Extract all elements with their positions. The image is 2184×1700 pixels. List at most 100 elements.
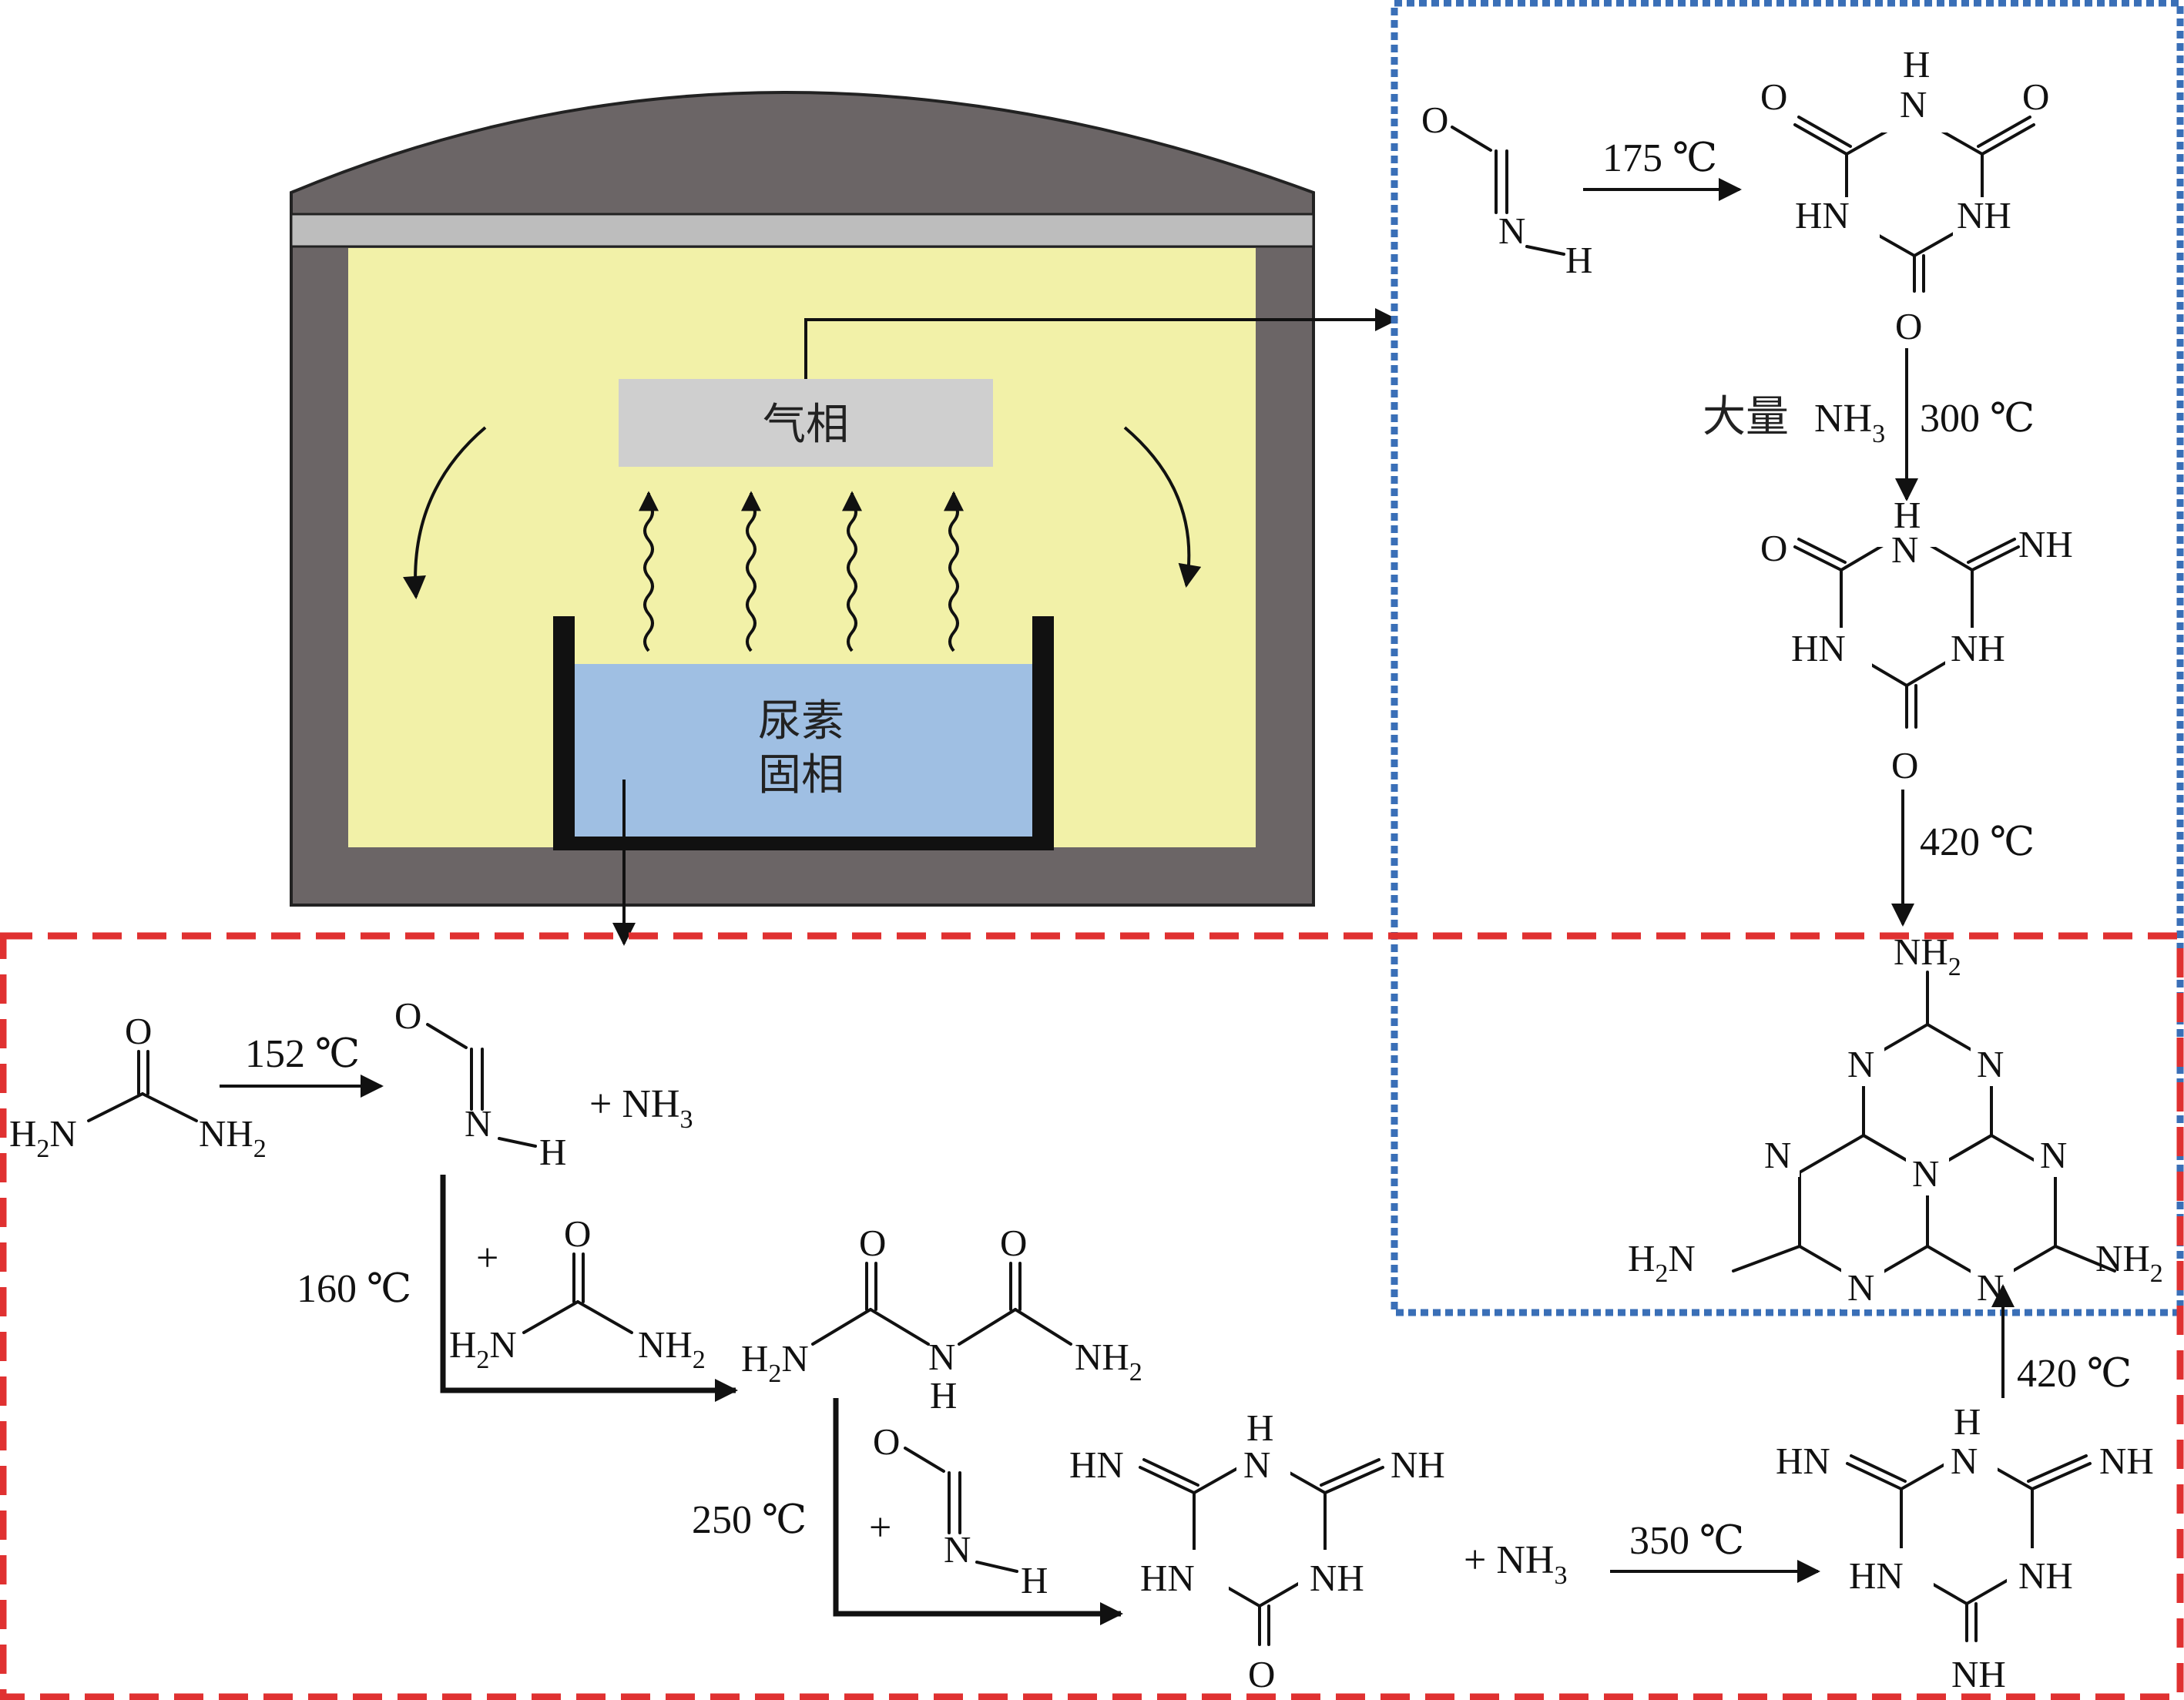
atom-H: H	[1565, 239, 1592, 281]
atom-NH2: NH2	[1894, 930, 1961, 981]
atom-HN: HN	[1776, 1440, 1830, 1482]
atom-N: N	[1977, 1043, 2004, 1085]
atom-NH: NH	[1310, 1557, 1364, 1599]
triazine-melamine: H N HN NH HN NH NH	[1776, 1400, 2154, 1695]
arrow-250	[833, 1398, 1123, 1625]
atom-N: N	[465, 1102, 491, 1145]
condition-250: 250 ℃	[692, 1498, 807, 1542]
atom-HN: HN	[1795, 194, 1850, 236]
cyanuric-acid: H N O O HN NH O	[1760, 43, 2049, 347]
gas-phase-box	[619, 379, 993, 467]
atom-NH: NH	[1957, 194, 2011, 236]
atom-NH: NH	[2018, 1554, 2073, 1597]
atom-NH: NH	[1391, 1443, 1445, 1486]
atom-O: O	[564, 1212, 591, 1255]
vapour-arrows	[639, 491, 964, 652]
atom-N: N	[928, 1336, 955, 1378]
isocyanic-acid-solid-1: O N H	[394, 994, 566, 1173]
solid-label-line2: 固相	[758, 750, 844, 800]
condition-300: 300 ℃	[1920, 397, 2035, 441]
atom-O: O	[859, 1222, 886, 1264]
circulation-arrow-left	[403, 426, 487, 599]
vapour-arrow-1	[639, 491, 659, 652]
melem: NH2 N N N N N N N H2N NH2	[1628, 930, 2163, 1309]
plus-250: +	[869, 1506, 891, 1550]
solid-phase-region	[0, 932, 2184, 1700]
atom-O: O	[2022, 75, 2049, 118]
atom-H: H	[1021, 1559, 1048, 1601]
atom-N: N	[1912, 1152, 1939, 1195]
furnace: 气相 尿素 固相	[290, 91, 1315, 907]
atom-HN: HN	[1140, 1557, 1195, 1599]
atom-NH2: NH2	[2095, 1237, 2163, 1288]
condition-350: 350 ℃	[1629, 1519, 1744, 1563]
condition-152: 152 ℃	[245, 1032, 360, 1076]
atom-H: H	[539, 1131, 566, 1173]
atom-NH: NH	[1951, 1653, 2006, 1695]
atom-NH: NH	[1951, 627, 2005, 669]
atom-H: H	[1903, 43, 1930, 86]
atom-O: O	[1421, 99, 1448, 141]
plus-160: +	[476, 1236, 498, 1280]
byproduct-nh3-1: + NH3	[589, 1082, 693, 1134]
atom-O: O	[1895, 305, 1922, 347]
arrow-160	[440, 1175, 738, 1402]
atom-N: N	[1498, 210, 1525, 252]
atom-O: O	[873, 1420, 900, 1463]
atom-NH2: NH2	[199, 1112, 267, 1163]
furnace-lid-band	[290, 213, 1315, 248]
solid-label-line1: 尿素	[758, 696, 844, 746]
atom-NH: NH	[2018, 523, 2073, 565]
atom-H: H	[1954, 1400, 1981, 1443]
condition-420-gas: 420 ℃	[1920, 820, 2035, 864]
vapour-arrow-2	[741, 491, 761, 652]
condition-160: 160 ℃	[297, 1267, 411, 1311]
condition-175: 175 ℃	[1602, 136, 1717, 180]
biuret: O O H2N N H NH2	[741, 1222, 1142, 1417]
atom-H: H	[1894, 494, 1921, 536]
urea-solid	[575, 664, 1032, 837]
atom-H: H	[930, 1374, 957, 1417]
atom-O: O	[125, 1010, 152, 1052]
atom-N: N	[1847, 1043, 1874, 1085]
atom-HN: HN	[1849, 1554, 1904, 1597]
isocyanic-acid-gas: O N H	[1421, 99, 1592, 281]
gas-to-pathway-connector	[804, 308, 1398, 379]
circulation-arrow-right	[1123, 426, 1202, 588]
atom-O: O	[1760, 527, 1787, 569]
urea-1: O H2N NH2	[9, 1010, 267, 1163]
crucible-floor	[553, 837, 1054, 850]
gas-phase-label: 气相	[763, 400, 849, 450]
atom-HN: HN	[1069, 1443, 1124, 1486]
crucible-left-wall	[553, 616, 575, 847]
atom-N: N	[1891, 528, 1918, 571]
urea-2: O H2N NH2	[449, 1212, 706, 1374]
isocyanic-acid-solid-2: O N H	[873, 1420, 1048, 1601]
atom-NH2: NH2	[638, 1323, 706, 1374]
vapour-arrow-3	[842, 491, 862, 652]
triazine-intermediate: H N HN NH HN NH O	[1069, 1407, 1445, 1695]
atom-N: N	[1951, 1440, 1978, 1482]
atom-H2N: H2N	[449, 1323, 517, 1374]
reagent-nh3: NH3	[1814, 397, 1885, 448]
atom-O: O	[1891, 744, 1918, 786]
atom-N: N	[1764, 1134, 1791, 1176]
crucible-right-wall	[1032, 616, 1054, 847]
atom-NH2: NH2	[1075, 1336, 1142, 1386]
atom-O: O	[1248, 1653, 1275, 1695]
atom-N: N	[1243, 1443, 1270, 1486]
atom-NH: NH	[2099, 1440, 2154, 1482]
condition-420-solid: 420 ℃	[2017, 1352, 2132, 1396]
atom-N: N	[1900, 83, 1927, 126]
atom-O: O	[394, 994, 421, 1037]
atom-N: N	[1977, 1266, 2004, 1309]
atom-H2N: H2N	[741, 1337, 809, 1388]
atom-H2N: H2N	[9, 1112, 77, 1163]
atom-O: O	[1000, 1222, 1027, 1264]
reactant-nh3-2: + NH3	[1464, 1538, 1567, 1590]
atom-N: N	[2040, 1134, 2067, 1176]
atom-HN: HN	[1791, 627, 1846, 669]
reagent-bulk: 大量	[1703, 392, 1789, 442]
atom-O: O	[1760, 75, 1787, 118]
ammelide: H N O NH HN NH O	[1760, 494, 2073, 786]
